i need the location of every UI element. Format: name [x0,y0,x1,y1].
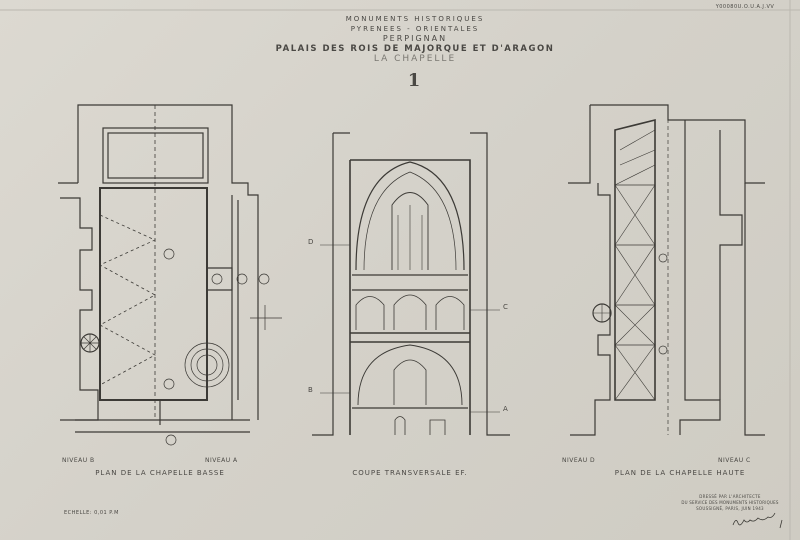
coupe-transversale [312,132,510,436]
plan-chapelle-basse [58,104,282,446]
credit-line-2: DU SERVICE DES MONUMENTS HISTORIQUES [681,500,779,505]
coupe-mark-b: B [308,386,315,394]
basse-title: PLAN DE LA CHAPELLE BASSE [95,469,225,477]
header-line-5: LA CHAPELLE [373,54,457,64]
haute-title: PLAN DE LA CHAPELLE HAUTE [614,469,746,477]
plan-chapelle-haute [568,104,765,436]
scale-note: ECHELLE: 0,01 P.M [64,510,119,516]
coupe-mark-c: C [503,303,510,311]
sheet-number: 1 [407,70,423,91]
header-line-2: PYRENEES - ORIENTALES [350,25,480,33]
haute-right-level: NIVEAU C [718,457,751,464]
credit-line-3: SOUSSIGNÉ, PARIS, JUIN 1943 [696,506,764,511]
coupe-mark-d: D [308,238,316,246]
coupe-mark-a: A [503,405,510,413]
haute-left-level: NIVEAU D [562,457,596,464]
reference-code: Y00080U.O.U.A.J.VV [715,4,775,10]
header-line-3: PERPIGNAN [382,34,448,43]
coupe-title: COUPE TRANSVERSALE EF. [352,469,468,477]
basse-right-level: NIVEAU A [205,457,238,464]
basse-left-level: NIVEAU B [62,457,95,464]
header-line-4: PALAIS DES ROIS DE MAJORQUE ET D'ARAGON [275,44,555,54]
credit-line-1: DRESSÉ PAR L'ARCHITECTE [699,494,761,499]
header-line-1: MONUMENTS HISTORIQUES [345,15,485,23]
